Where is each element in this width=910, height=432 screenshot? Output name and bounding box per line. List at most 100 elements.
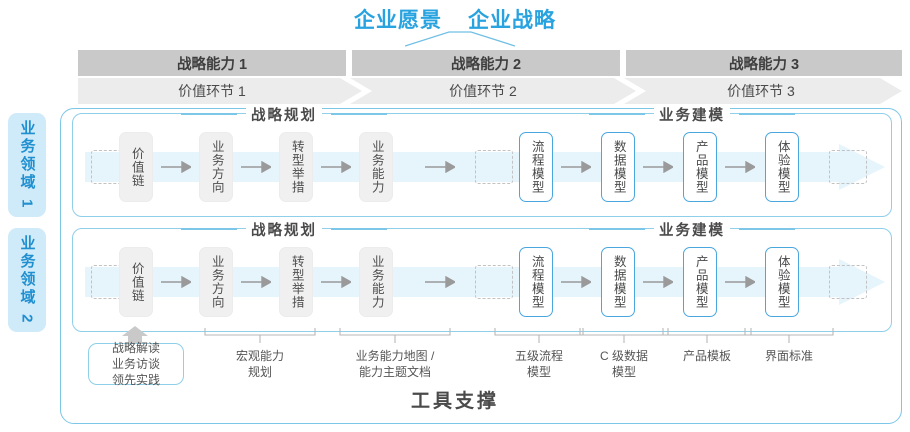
- modeling-header-line-left: [589, 228, 645, 230]
- value-chain-band: 价值环节 1 价值环节 2 价值环节 3: [78, 78, 902, 104]
- lane-1-arrow-4: [425, 161, 455, 173]
- capability-cell-2: 战略能力 2: [352, 50, 620, 76]
- tool-label-capability-map: 业务能力地图 / 能力主题文档: [327, 349, 463, 381]
- tool-label-data-model-line-2: 模型: [611, 364, 636, 379]
- lane-1-node-data-model[interactable]: 数据模型: [601, 132, 635, 202]
- lane-2-arrow-6: [643, 276, 673, 288]
- lane-1-arrow-7: [725, 161, 755, 173]
- lane-2-node-transformation[interactable]: 转型举措: [279, 247, 313, 317]
- tool-label-macro-capability: 宏观能力 规划: [210, 349, 310, 381]
- domain-tab-1[interactable]: 业务领域 1: [8, 113, 46, 217]
- tool-label-capability-map-line-2: 能力主题文档: [358, 364, 431, 379]
- lane-1-node-transformation[interactable]: 转型举措: [279, 132, 313, 202]
- lane-1-node-business-capability[interactable]: 业务能力: [359, 132, 393, 202]
- lane-2-arrow-2: [241, 276, 271, 288]
- lane-1-arrow-6: [643, 161, 673, 173]
- node-label: 数据模型: [611, 255, 626, 309]
- domain-tab-1-label: 业务领域 1: [18, 119, 36, 211]
- node-label: 产品模型: [693, 140, 708, 194]
- planning-header-line-left: [181, 228, 237, 230]
- lane-2-arrow-3: [321, 276, 351, 288]
- node-label: 转型举措: [289, 140, 304, 194]
- strategy-title: 企业战略: [468, 9, 556, 32]
- capability-band: 战略能力 1 战略能力 2 战略能力 3: [78, 50, 902, 76]
- tool-label-interface-standard-line-1: 界面标准: [764, 349, 813, 363]
- lane-2-node-value-chain[interactable]: 价值链: [119, 247, 153, 317]
- lane-1-placeholder-mid: [475, 150, 513, 184]
- tool-label-process-model-line-1: 五级流程: [514, 349, 563, 363]
- modeling-header-line-right: [739, 113, 795, 115]
- value-chain-chevron-bg: [78, 78, 902, 104]
- value-chain-cell-3: 价值环节 3: [727, 83, 795, 99]
- tool-box-interview-line-1: 战略解读: [111, 340, 160, 355]
- value-chain-cell-2: 价值环节 2: [449, 83, 517, 99]
- planning-header-line-left: [181, 113, 237, 115]
- tool-label-process-model-line-2: 模型: [526, 364, 551, 379]
- lane-1-node-process-model[interactable]: 流程模型: [519, 132, 553, 202]
- capability-cell-1: 战略能力 1: [78, 50, 346, 76]
- value-chain-labels: 价值环节 1 价值环节 2 价值环节 3: [78, 78, 902, 104]
- node-label: 流程模型: [529, 140, 544, 194]
- tool-box-interview-line-3: 领先实践: [111, 373, 160, 388]
- node-label: 数据模型: [611, 140, 626, 194]
- lane-2-placeholder-end: [829, 265, 867, 299]
- lane-2-node-process-model[interactable]: 流程模型: [519, 247, 553, 317]
- header-titles: 企业愿景 企业战略: [0, 4, 910, 34]
- tool-label-capability-map-line-1: 业务能力地图 /: [355, 349, 435, 363]
- lane-1-planning-title: 战略规划: [246, 103, 322, 125]
- tool-label-data-model: C 级数据 模型: [574, 349, 674, 381]
- lane-2-arrow-4: [425, 276, 455, 288]
- lane-2-node-experience-model[interactable]: 体验模型: [765, 247, 799, 317]
- tool-label-macro-capability-line-2: 规划: [247, 364, 272, 379]
- planning-header-line-right: [331, 228, 387, 230]
- lane-1-node-value-chain[interactable]: 价值链: [119, 132, 153, 202]
- lane-1-modeling-header: 业务建模: [589, 103, 795, 125]
- tool-label-data-model-line-1: C 级数据: [599, 349, 648, 363]
- node-label: 业务能力: [369, 255, 384, 309]
- lane-1-node-business-direction[interactable]: 业务方向: [199, 132, 233, 202]
- modeling-header-line-right: [739, 228, 795, 230]
- lane-1-arrow-5: [561, 161, 591, 173]
- tool-label-macro-capability-line-1: 宏观能力: [235, 349, 284, 363]
- tool-label-product-template: 产品模板: [657, 349, 757, 365]
- lane-2-planning-title: 战略规划: [246, 218, 322, 240]
- tool-box-interview-line-2: 业务访谈: [111, 356, 160, 371]
- lane-2-planning-header: 战略规划: [181, 218, 387, 240]
- value-chain-cell-1: 价值环节 1: [178, 83, 246, 99]
- lane-2-placeholder-mid: [475, 265, 513, 299]
- lane-1-arrow-3: [321, 161, 351, 173]
- lane-1-node-experience-model[interactable]: 体验模型: [765, 132, 799, 202]
- planning-header-line-right: [331, 113, 387, 115]
- vision-title: 企业愿景: [354, 9, 442, 32]
- lane-2-modeling-title: 业务建模: [654, 218, 730, 240]
- lane-1-arrow-1: [161, 161, 191, 173]
- lane-2-node-data-model[interactable]: 数据模型: [601, 247, 635, 317]
- tool-label-process-model: 五级流程 模型: [489, 349, 589, 381]
- lane-2: 战略规划 业务建模 价值链 业务方向 转型举措 业务能力: [72, 218, 892, 332]
- node-label: 体验模型: [775, 140, 790, 194]
- lane-2-arrow-7: [725, 276, 755, 288]
- modeling-header-line-left: [589, 113, 645, 115]
- node-label: 价值链: [129, 261, 144, 303]
- node-label: 价值链: [129, 146, 144, 188]
- support-title: 工具支撑: [410, 391, 499, 412]
- header-connector-caret: [405, 31, 515, 47]
- node-label: 产品模型: [693, 255, 708, 309]
- lane-1-planning-header: 战略规划: [181, 103, 387, 125]
- lane-2-node-product-model[interactable]: 产品模型: [683, 247, 717, 317]
- tool-label-interface-standard: 界面标准: [739, 349, 839, 365]
- lane-1-node-product-model[interactable]: 产品模型: [683, 132, 717, 202]
- lane-2-arrow-5: [561, 276, 591, 288]
- lane-1-modeling-title: 业务建模: [654, 103, 730, 125]
- node-label: 转型举措: [289, 255, 304, 309]
- lane-1-arrow-2: [241, 161, 271, 173]
- lane-2-node-business-capability[interactable]: 业务能力: [359, 247, 393, 317]
- tool-box-interview[interactable]: 战略解读 业务访谈 领先实践: [88, 340, 184, 388]
- capability-cell-3: 战略能力 3: [626, 50, 902, 76]
- node-label: 流程模型: [529, 255, 544, 309]
- lane-2-node-business-direction[interactable]: 业务方向: [199, 247, 233, 317]
- domain-tab-2[interactable]: 业务领域 2: [8, 228, 46, 332]
- lane-1-placeholder-end: [829, 150, 867, 184]
- node-label: 体验模型: [775, 255, 790, 309]
